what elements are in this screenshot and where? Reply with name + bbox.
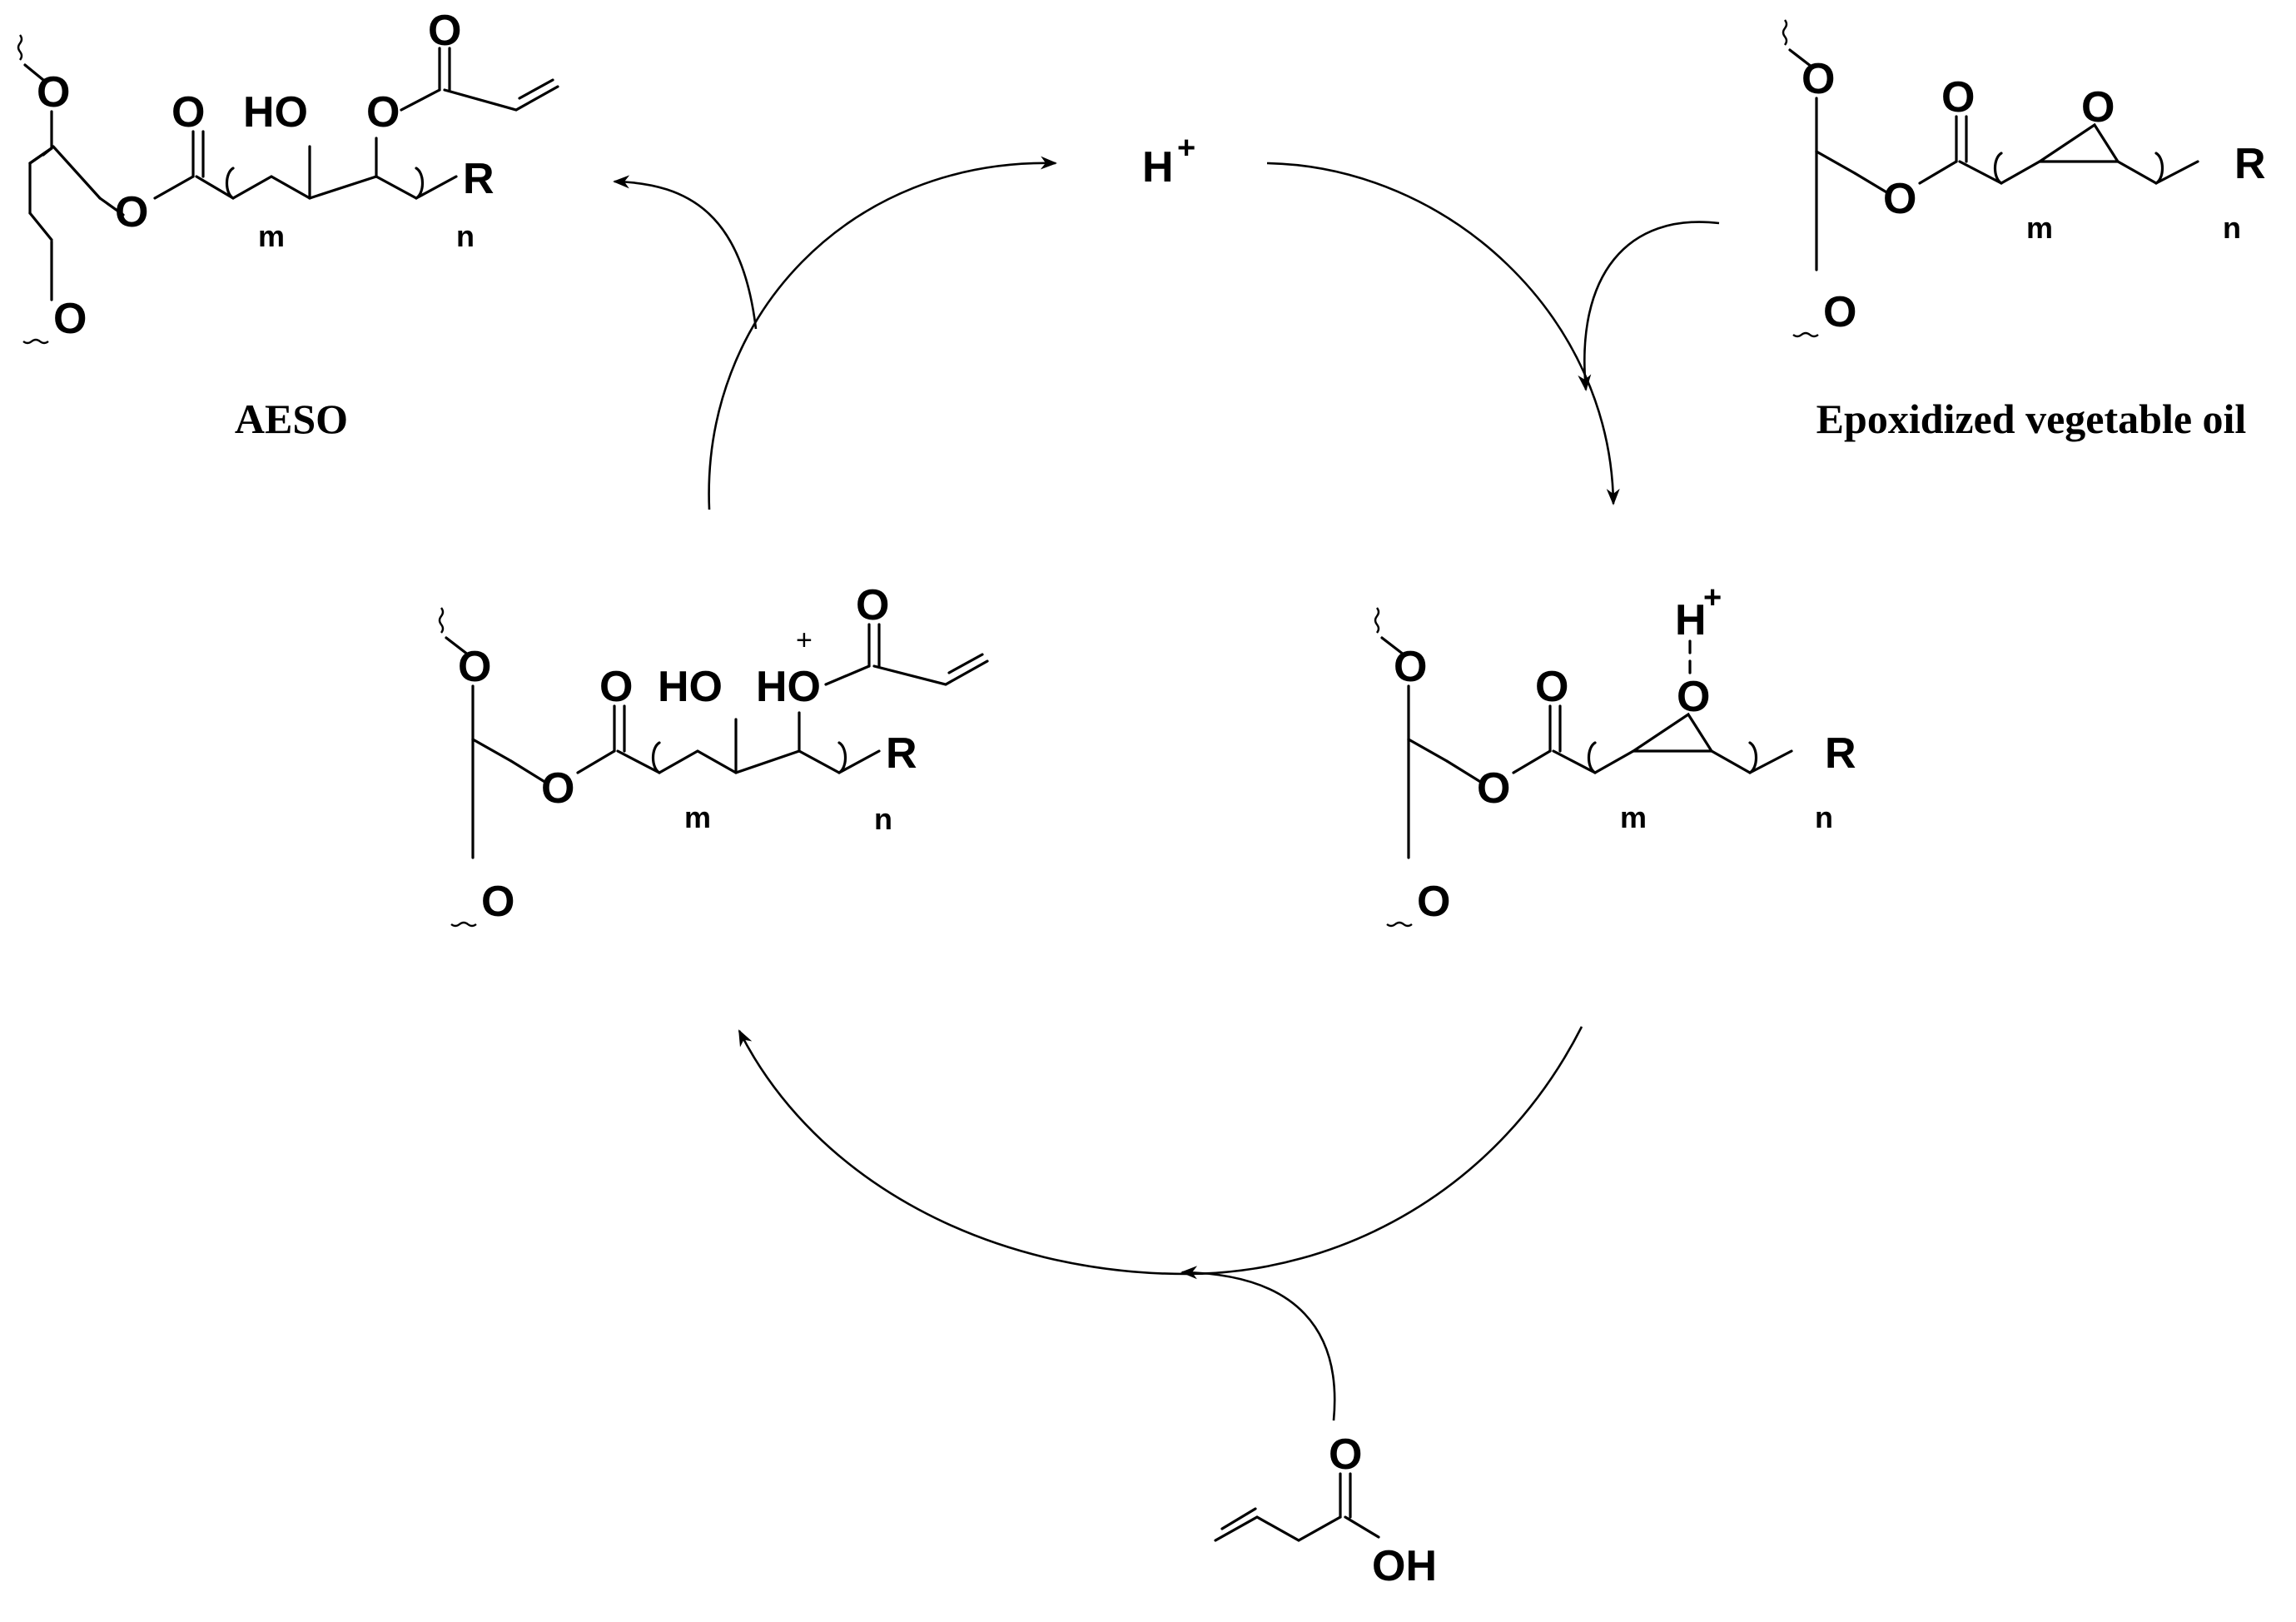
svg-text:n: n [456,219,475,253]
svg-text:+: + [1703,580,1722,615]
svg-text:H: H [1675,596,1707,644]
svg-text:O: O [1394,643,1427,691]
svg-text:O: O [366,88,400,137]
svg-text:R: R [1825,729,1856,778]
svg-text:O: O [1535,663,1568,711]
arc-protonated-to-intermediate [738,1026,1583,1276]
svg-text:O: O [856,581,889,629]
svg-text:O: O [458,643,491,691]
svg-text:n: n [1815,800,1833,834]
svg-text:R: R [2234,140,2266,188]
svg-text:O: O [428,7,461,55]
svg-text:m: m [1620,800,1647,834]
svg-text:O: O [541,764,574,813]
svg-text:O: O [1677,673,1710,721]
svg-text:O: O [599,663,633,711]
svg-text:m: m [258,219,285,253]
svg-text:O: O [1417,878,1450,926]
epoxidized-oil-structure: O O O O m O n R [1782,19,2266,338]
svg-text:O: O [53,295,87,343]
svg-text:O: O [1802,55,1835,103]
svg-text:O: O [37,68,70,117]
svg-text:O: O [1823,288,1856,336]
svg-text:m: m [2026,211,2053,245]
svg-text:O: O [1941,73,1975,122]
svg-text:O: O [481,878,514,926]
svg-text:HO: HO [243,88,308,137]
epoxidized-oil-label: Epoxidized vegetable oil [1816,396,2247,442]
svg-text:HO: HO [756,663,821,711]
svg-text:O: O [115,188,148,236]
svg-text:+: + [1177,131,1195,166]
branch-from-acrylic-acid [1180,1266,1336,1421]
protonated-epoxide-structure: O O O O m O H + n R [1374,580,1856,928]
aeso-label: AESO [235,396,348,442]
svg-text:O: O [2081,83,2115,132]
arc-catalyst-to-protonated [1266,162,1620,505]
acrylic-acid-structure: O OH [1214,1430,1437,1590]
svg-text:R: R [463,155,494,203]
svg-text:n: n [2223,211,2241,245]
svg-text:+: + [796,624,813,656]
svg-text:R: R [886,729,917,778]
arc-left-to-catalyst [708,156,1057,510]
branch-from-epoxidized-oil [1578,221,1720,391]
ring-opened-intermediate-structure: O O O O m HO HO + O n R [438,581,989,928]
svg-text:O: O [1477,764,1510,813]
svg-text:H: H [1142,143,1174,192]
svg-text:n: n [874,802,892,836]
svg-text:O: O [1883,175,1916,223]
svg-text:OH: OH [1372,1542,1437,1590]
branch-to-aeso [613,175,758,330]
aeso-structure: O O O O O m HO O O n R [17,7,559,345]
svg-text:m: m [684,800,711,834]
catalyst-proton: H + [1142,131,1195,192]
svg-text:O: O [171,88,205,137]
cycle-arrows [613,156,1720,1421]
svg-text:HO: HO [658,663,723,711]
svg-text:O: O [1329,1430,1362,1479]
